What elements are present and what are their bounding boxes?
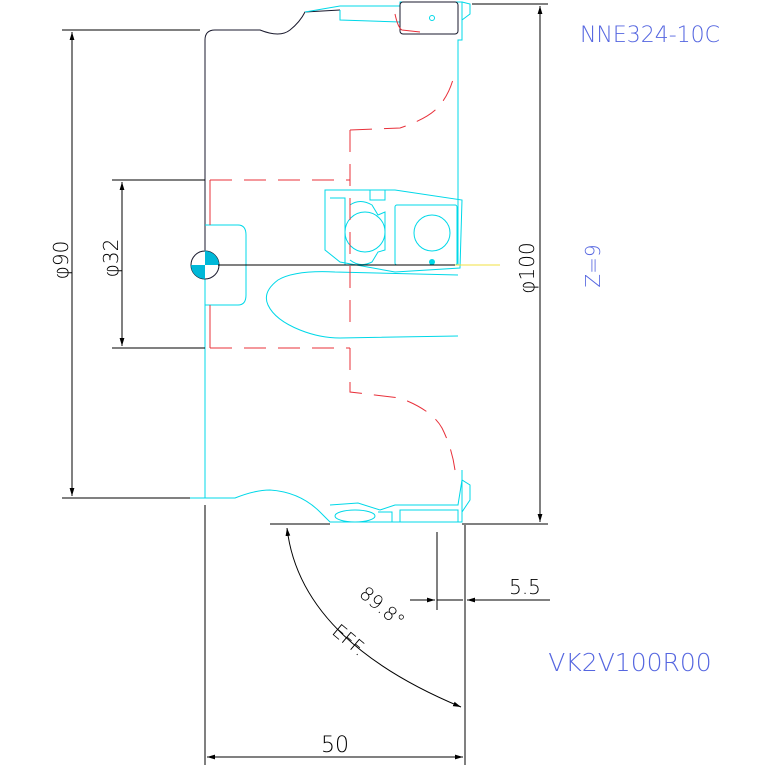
center-quadrant-1 — [205, 251, 219, 265]
d100-label: φ100 — [515, 242, 539, 293]
bottom-insert-outline — [329, 479, 471, 513]
angle-label: 89.8° — [355, 582, 409, 632]
d90-label: φ90 — [49, 241, 73, 280]
hidden-upper-flute — [349, 69, 456, 131]
labels: φ90 φ32 φ100 50 5.5 89.8° EFF. NNE324-10… — [49, 23, 720, 758]
mid-clamp-top — [369, 190, 386, 201]
chip-flute — [265, 271, 459, 339]
top-screw — [429, 15, 435, 21]
body-top-left-edge — [204, 9, 341, 498]
angle-arc — [285, 527, 462, 708]
dimensions — [62, 3, 550, 765]
mid-pocket-outline — [324, 189, 463, 273]
body-top-inner — [339, 10, 401, 23]
center-mark — [190, 250, 500, 280]
hidden-lower-flute — [349, 348, 456, 471]
bottom-clamp-step — [378, 511, 393, 522]
body-outline — [190, 1, 471, 523]
mid-insert — [394, 204, 458, 266]
tool-code: VK2V100R00 — [548, 648, 711, 677]
hidden-lines — [209, 13, 456, 471]
teeth-count: Z=9 — [581, 244, 605, 287]
top-insert-tip — [461, 1, 471, 21]
d32-label: φ32 — [99, 239, 123, 278]
bottom-clamp — [334, 509, 376, 523]
mid-insert-screw — [413, 214, 451, 252]
top-insert-pocket — [399, 1, 459, 35]
mid-wedge — [330, 197, 346, 266]
mid-clamp-circle — [344, 211, 386, 253]
insert-code: NNE324-10C — [580, 23, 720, 48]
h50-label: 50 — [321, 733, 349, 758]
hidden-top-curve — [394, 13, 421, 33]
mid-insert-dot — [429, 259, 435, 265]
mid-clamp — [349, 201, 386, 266]
bottom-insert — [399, 509, 459, 523]
w55-label: 5.5 — [509, 575, 541, 599]
body-bottom-edge — [204, 250, 463, 523]
center-quadrant-2 — [191, 265, 205, 279]
